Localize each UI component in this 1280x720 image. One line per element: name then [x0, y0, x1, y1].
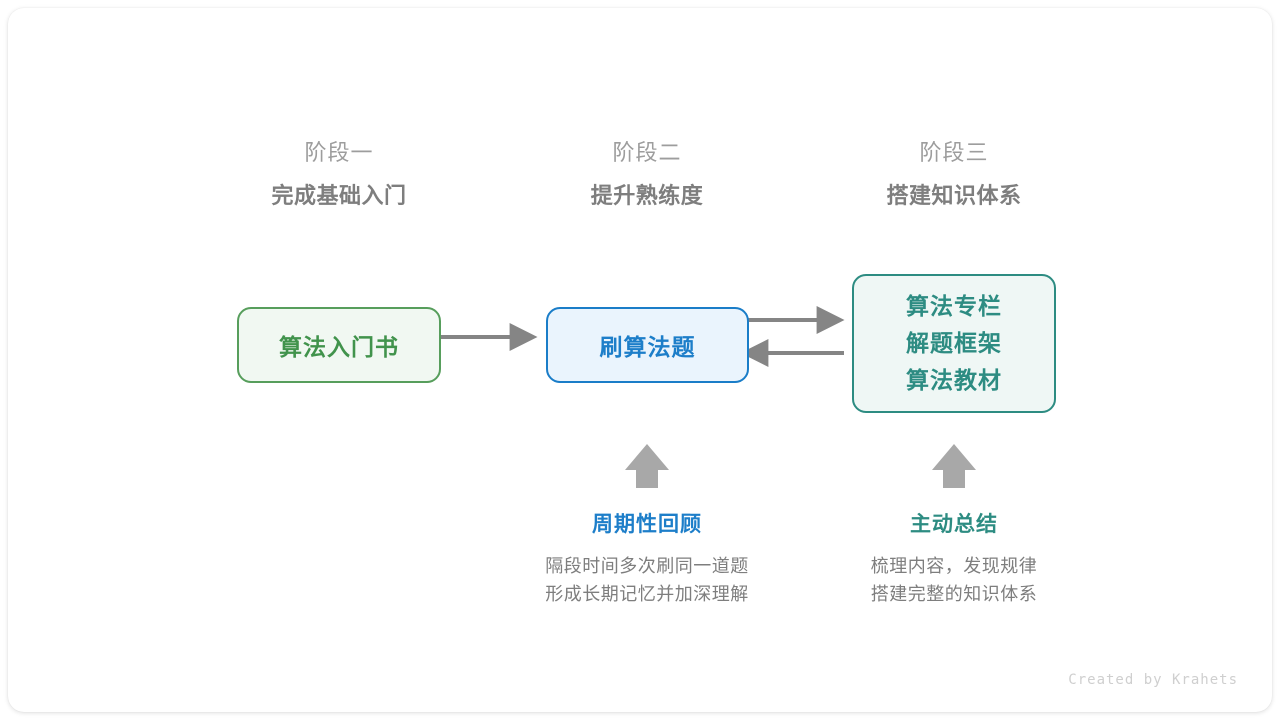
note-summary-desc: 梳理内容，发现规律 搭建完整的知识体系	[804, 552, 1104, 608]
node-resources-line-1: 算法专栏	[906, 293, 1002, 319]
note-review-desc-line-2: 形成长期记忆并加深理解	[545, 584, 749, 604]
arrow-up-icon-review	[625, 444, 669, 488]
note-summary-title: 主动总结	[910, 513, 998, 536]
note-review-title: 周期性回顾	[592, 513, 702, 536]
note-review-desc: 隔段时间多次刷同一道题 形成长期记忆并加深理解	[497, 552, 797, 608]
stage-header-3: 阶段三 搭建知识体系	[824, 138, 1084, 212]
stage-label-1: 阶段一	[304, 140, 374, 165]
node-algorithm-intro-book[interactable]: 算法入门书	[237, 307, 441, 383]
node-resources-line-2: 解题框架	[906, 330, 1002, 356]
node-practice-problems[interactable]: 刷算法题	[546, 307, 749, 383]
note-review-desc-line-1: 隔段时间多次刷同一道题	[545, 556, 749, 576]
diagram-card: 阶段一 完成基础入门 阶段二 提升熟练度 阶段三 搭建知识体系 算法入门书 刷算…	[8, 8, 1272, 712]
note-periodic-review: 周期性回顾 隔段时间多次刷同一道题 形成长期记忆并加深理解	[497, 438, 797, 608]
stage-label-2: 阶段二	[612, 140, 682, 165]
node-practice-label: 刷算法题	[599, 334, 696, 360]
stage-title-3: 搭建知识体系	[886, 183, 1022, 208]
node-resources-line-3: 算法教材	[906, 367, 1002, 393]
node-learning-resources[interactable]: 算法专栏 解题框架 算法教材	[852, 274, 1056, 413]
credit-text: Created by Krahets	[1068, 672, 1238, 688]
node-book-label: 算法入门书	[279, 334, 399, 360]
note-summary-desc-line-1: 梳理内容，发现规律	[870, 556, 1038, 576]
stage-title-1: 完成基础入门	[271, 183, 407, 208]
stage-header-2: 阶段二 提升熟练度	[517, 138, 777, 212]
stage-title-2: 提升熟练度	[590, 183, 704, 208]
note-summary-desc-line-2: 搭建完整的知识体系	[870, 584, 1038, 604]
stage-header-1: 阶段一 完成基础入门	[209, 138, 469, 212]
note-active-summary: 主动总结 梳理内容，发现规律 搭建完整的知识体系	[804, 438, 1104, 608]
arrow-up-icon-summary	[932, 444, 976, 488]
stage-label-3: 阶段三	[919, 140, 989, 165]
